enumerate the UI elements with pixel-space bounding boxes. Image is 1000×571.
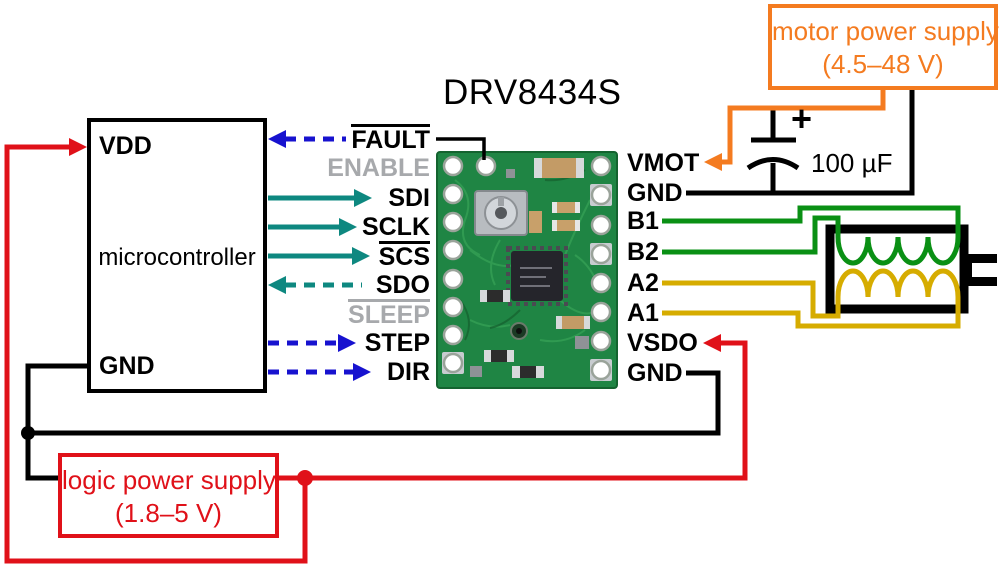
motor-supply-line2: (4.5–48 V) (822, 49, 944, 79)
black-junction-dot (21, 426, 35, 440)
pin-label-a2: A2 (627, 269, 659, 297)
pin-label-sleep: SLEEP (348, 299, 430, 329)
mcu-pin-gnd: GND (99, 352, 155, 380)
pin-label-scs: SCS (378, 241, 430, 271)
motor-coil-b (835, 236, 961, 266)
pin-label-sdi: SDI (388, 184, 430, 212)
pcb-misc-components (470, 169, 590, 378)
pin-label-gnd-bottom: GND (627, 359, 683, 387)
motor-power-supply-box: motor power supply (4.5–48 V) (768, 4, 999, 90)
pcb-holes-left (442, 155, 497, 374)
step-arrowhead (338, 334, 356, 352)
vmot-wire (720, 90, 886, 165)
motor-coil-a (835, 268, 961, 298)
pin-label-vmot: VMOT (627, 149, 700, 177)
pin-label-dir: DIR (386, 358, 430, 386)
vsdo-arrowhead (703, 334, 721, 352)
vmot-arrowhead (704, 153, 722, 171)
vdd-wire (4, 144, 308, 564)
pin-label-b2: B2 (627, 238, 659, 266)
motor-supply-line1: motor power supply (772, 16, 999, 46)
vdd-arrowhead (69, 138, 87, 156)
logic-supply-line2: (1.8–5 V) (115, 498, 222, 528)
pin-label-step: STEP (364, 329, 430, 357)
sdi-arrowhead (354, 189, 372, 207)
pin-label-vsdo: VSDO (627, 329, 698, 357)
motor-supply-gnd-wire (686, 88, 915, 196)
red-junction-dot (297, 470, 313, 486)
sclk-arrowhead (339, 218, 357, 236)
logic-power-supply-box: logic power supply (1.8–5 V) (58, 453, 279, 538)
pcb-holes-right (590, 155, 612, 381)
logic-supply-line1: logic power supply (62, 465, 276, 495)
microcontroller-box: VDD microcontroller GND (87, 118, 267, 393)
drv8434s-chip (506, 246, 568, 306)
smd-capacitor (534, 158, 584, 178)
ground-bus-wire (28, 370, 721, 436)
pin-label-b1: B1 (627, 207, 659, 235)
sdo-arrowhead (268, 276, 286, 294)
scs-arrowhead (352, 247, 370, 265)
a2-wire (662, 280, 841, 319)
bulk-capacitor-symbol (746, 108, 800, 193)
mcu-pin-vdd: VDD (99, 132, 152, 160)
mcu-label: microcontroller (98, 244, 256, 271)
a1-wire (662, 297, 961, 329)
fault-arrowhead (268, 130, 286, 148)
smd-resistors (529, 202, 580, 233)
pin-label-a1: A1 (627, 299, 659, 327)
pin-label-sclk: SCLK (361, 213, 430, 241)
dir-arrowhead (353, 363, 371, 381)
page-title: DRV8434S (443, 73, 622, 112)
mcu-gnd-wire (25, 363, 87, 481)
pin-label-sdo: SDO (375, 271, 430, 299)
fault-board-connector (436, 137, 486, 160)
capacitor-polarity-label: + (791, 98, 813, 139)
b2-wire (662, 215, 841, 255)
pin-label-fault: FAULT (351, 124, 430, 154)
pin-label-gnd-top: GND (627, 179, 683, 207)
current-limit-potentiometer (474, 190, 528, 236)
driver-board-image (436, 151, 618, 389)
pin-label-enable: ENABLE (327, 154, 430, 182)
capacitor-value-label: 100 µF (811, 148, 893, 178)
vsdo-wire (279, 340, 748, 481)
b1-wire (662, 205, 961, 237)
